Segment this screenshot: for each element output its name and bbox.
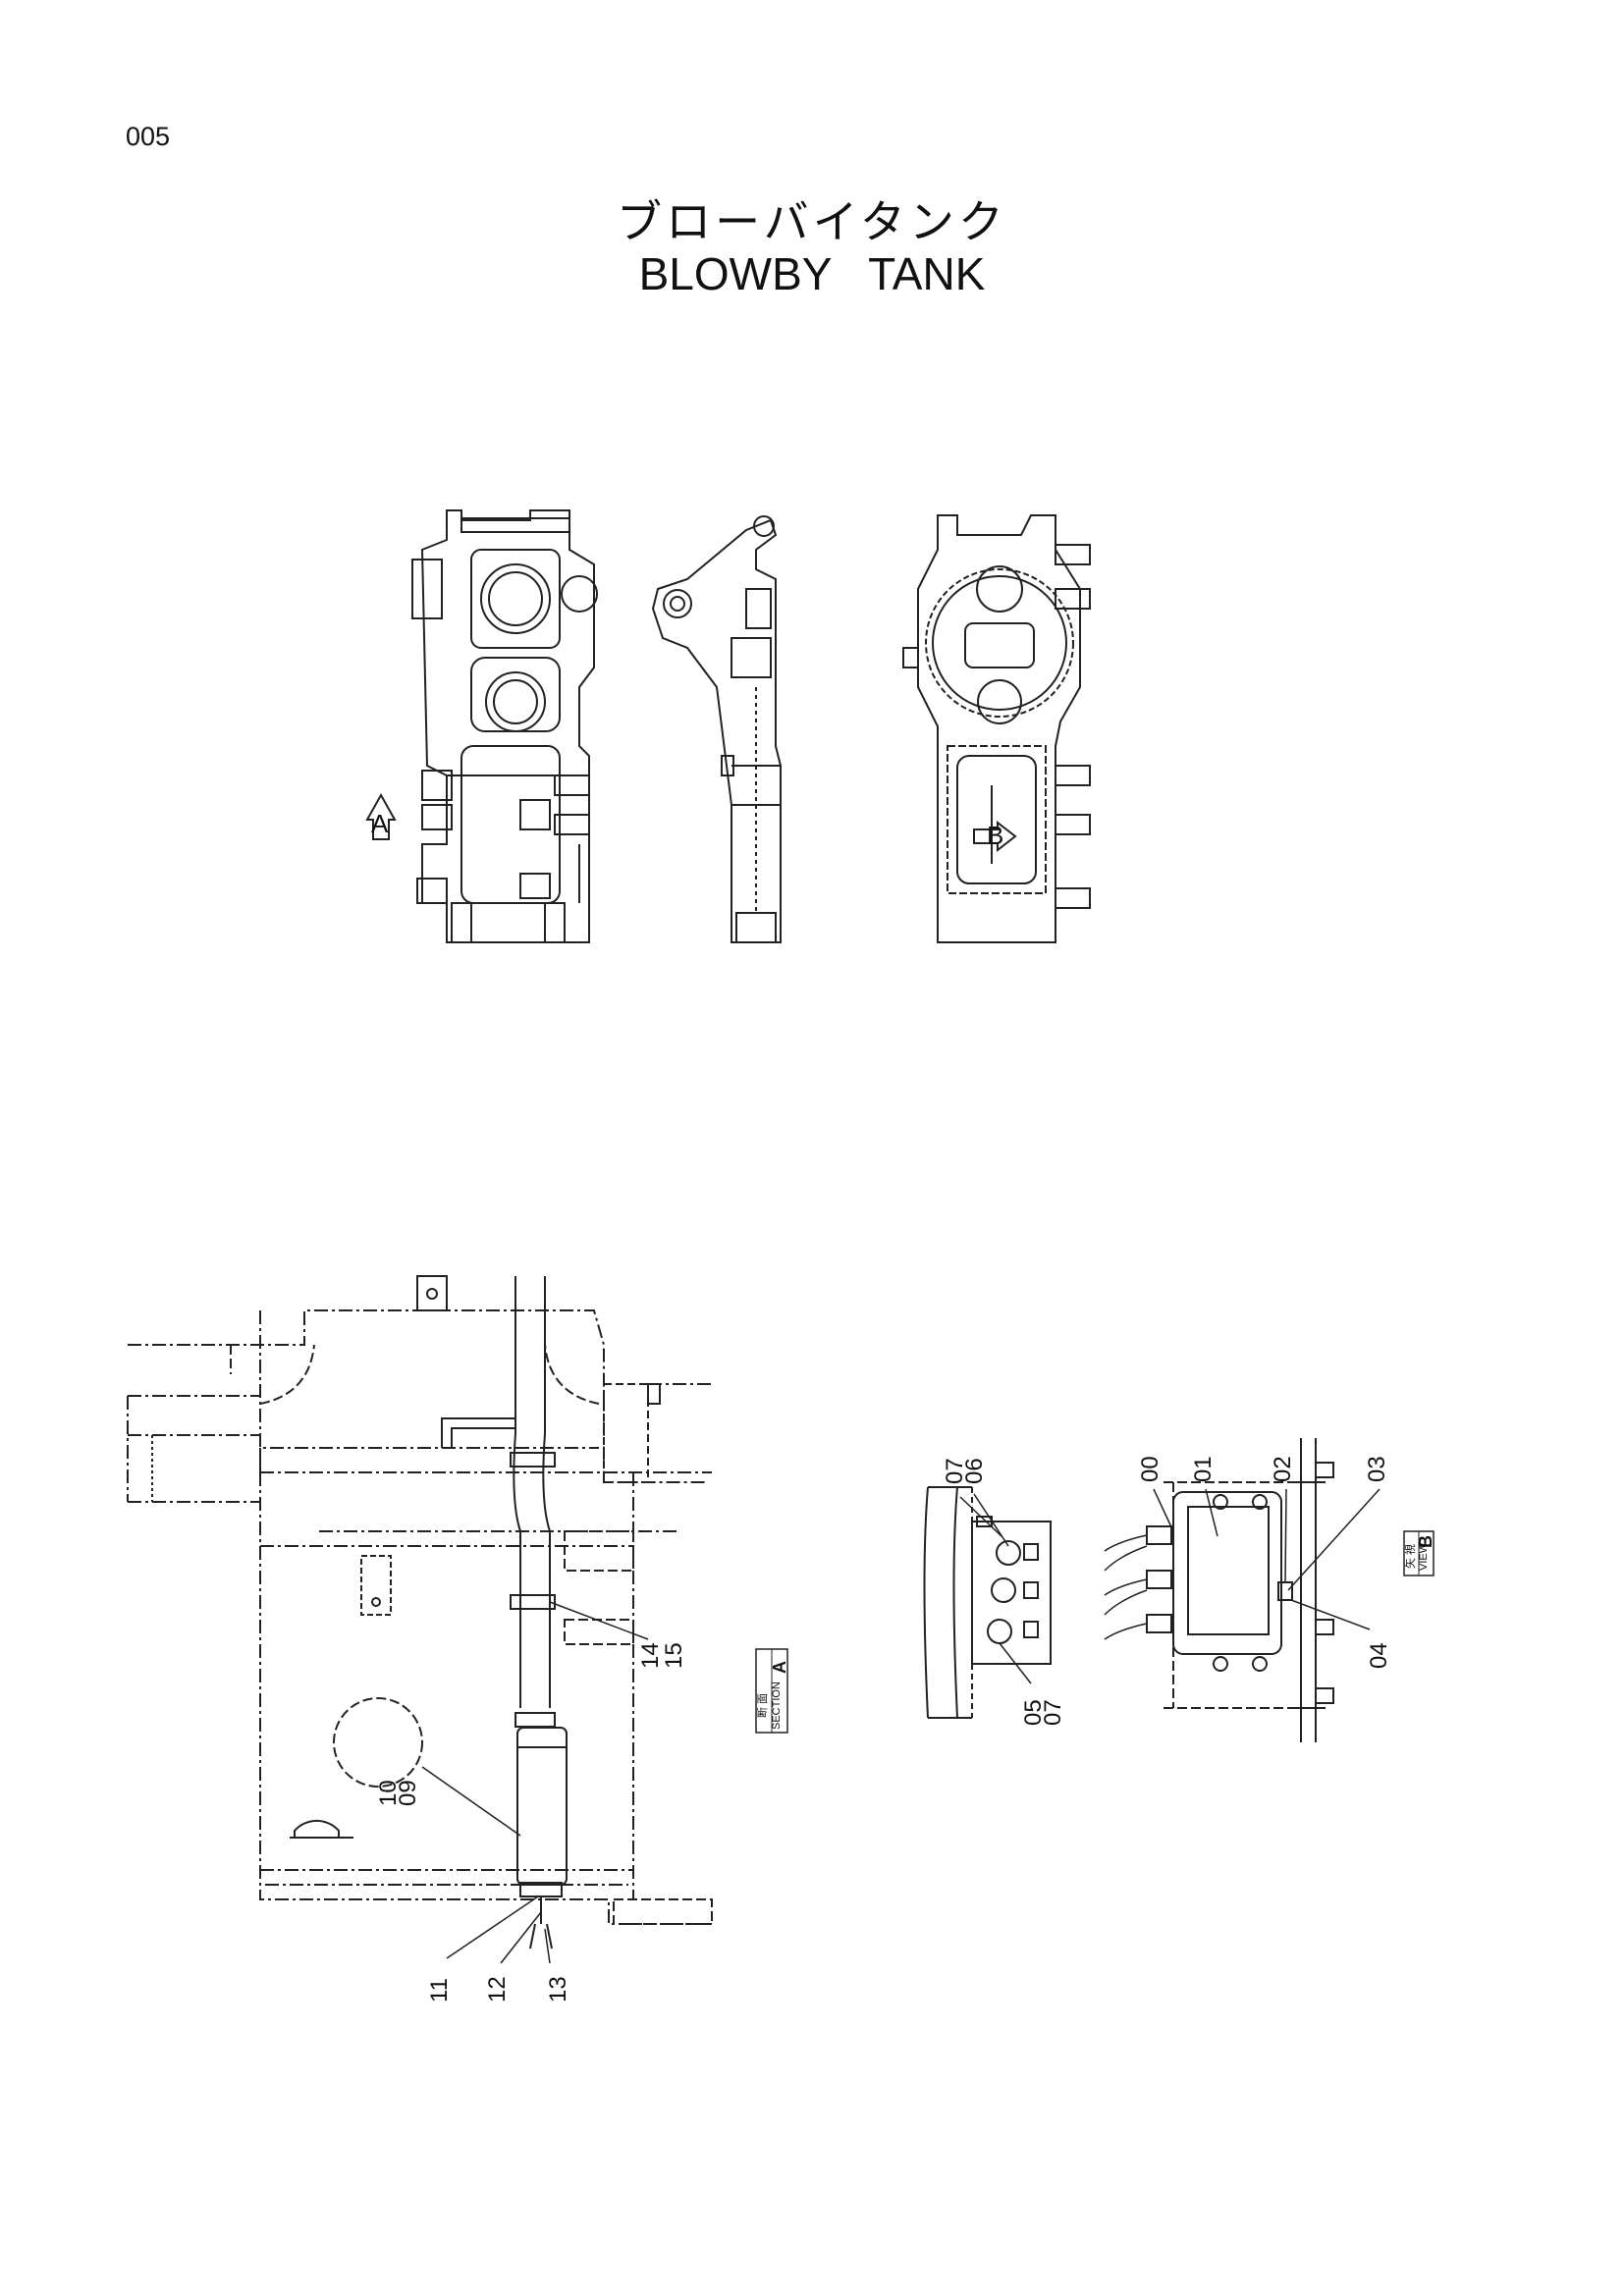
view-b-side-detail [923,1486,1052,1719]
view-b-box: 矢 視 VIEW B [1403,1530,1435,1576]
section-a-box-bottom: SECTION [771,1682,783,1730]
part-label-06: 06 [961,1458,988,1484]
part-label-15: 15 [661,1642,687,1669]
part-label-05: 05 [1020,1699,1047,1726]
view-b-box-letter: B [1416,1535,1435,1548]
part-label-14: 14 [637,1642,664,1669]
view-b-side-leaders [959,1493,1032,1684]
part-label-12: 12 [484,1976,511,2002]
view-b-front-leaders [1153,1488,1380,1630]
part-label-00: 00 [1137,1456,1164,1482]
upper-frame-top-view [411,509,598,943]
part-label-02: 02 [1270,1456,1296,1482]
part-label-07-bottom: 07 [1040,1699,1066,1726]
view-b-box-bottom: VIEW [1418,1542,1430,1571]
part-label-07-top: 07 [942,1458,968,1484]
section-a-detail [127,1275,713,1949]
part-label-10: 10 [375,1780,402,1806]
section-a-leaders [421,1601,649,1964]
title-english: BLOWBY TANK [638,248,986,299]
view-a-label: A [371,809,389,838]
view-b-label: B [987,821,1003,850]
part-label-03: 03 [1364,1456,1390,1482]
upper-frame-bottom-view [902,514,1091,943]
upper-frame-side-view [651,515,782,943]
part-label-11: 11 [426,1978,453,2002]
section-a-box-letter: A [770,1661,789,1674]
section-a-box-top: 断 面 [755,1693,769,1718]
view-a-arrow: A [365,792,397,840]
title-japanese: ブローバイタンク [617,195,1007,248]
part-label-01: 01 [1190,1456,1217,1482]
part-label-09: 09 [395,1780,421,1806]
section-a-box: 断 面 SECTION A [755,1648,789,1734]
view-b-box-top: 矢 視 [1403,1544,1417,1569]
view-b-front-detail [1104,1438,1334,1742]
page-number: 005 [126,122,171,151]
part-labels: 00 01 02 03 04 07 06 05 07 14 15 10 09 1… [375,1456,1392,2002]
part-label-04: 04 [1366,1642,1392,1669]
view-b-arrow: B [973,820,1017,853]
part-label-13: 13 [545,1976,571,2002]
